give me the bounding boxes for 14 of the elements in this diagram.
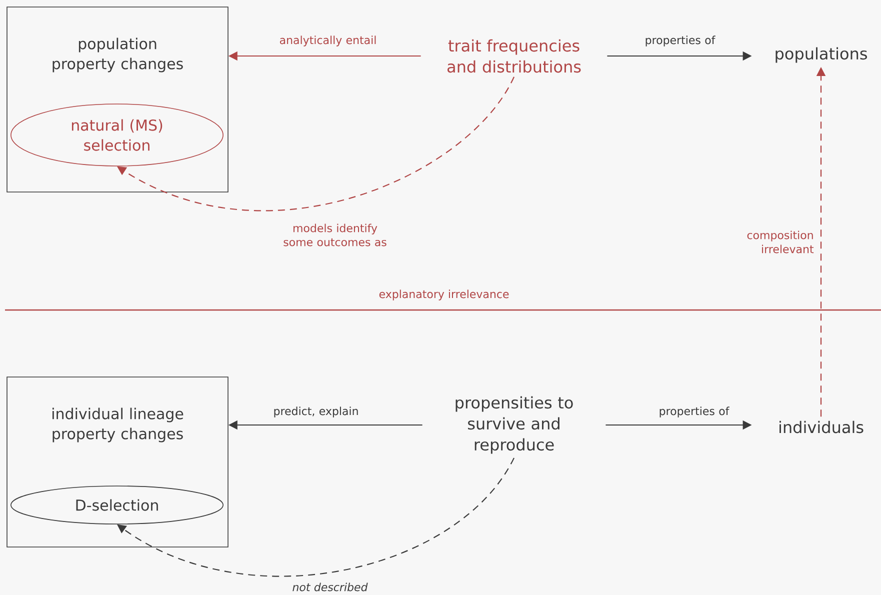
arrow xyxy=(117,458,514,577)
edge-label: predict, explain xyxy=(274,406,358,418)
divider-label: explanatory irrelevance xyxy=(379,290,509,300)
arrow xyxy=(117,76,514,211)
edge-label: not described xyxy=(292,582,368,592)
edge-label: composition irrelevant xyxy=(747,230,814,254)
edge-label: models identify some outcomes as xyxy=(284,224,386,246)
edge-label: properties of xyxy=(646,36,716,46)
concept-text: propensities to survive and reproduce xyxy=(456,396,573,454)
edge-label: properties of xyxy=(660,406,730,418)
edge-label: analytically entail xyxy=(280,36,376,46)
concept-text: trait frequencies and distributions xyxy=(447,39,581,73)
concept-text: populations xyxy=(776,47,867,63)
concept-text: individuals xyxy=(780,420,864,434)
